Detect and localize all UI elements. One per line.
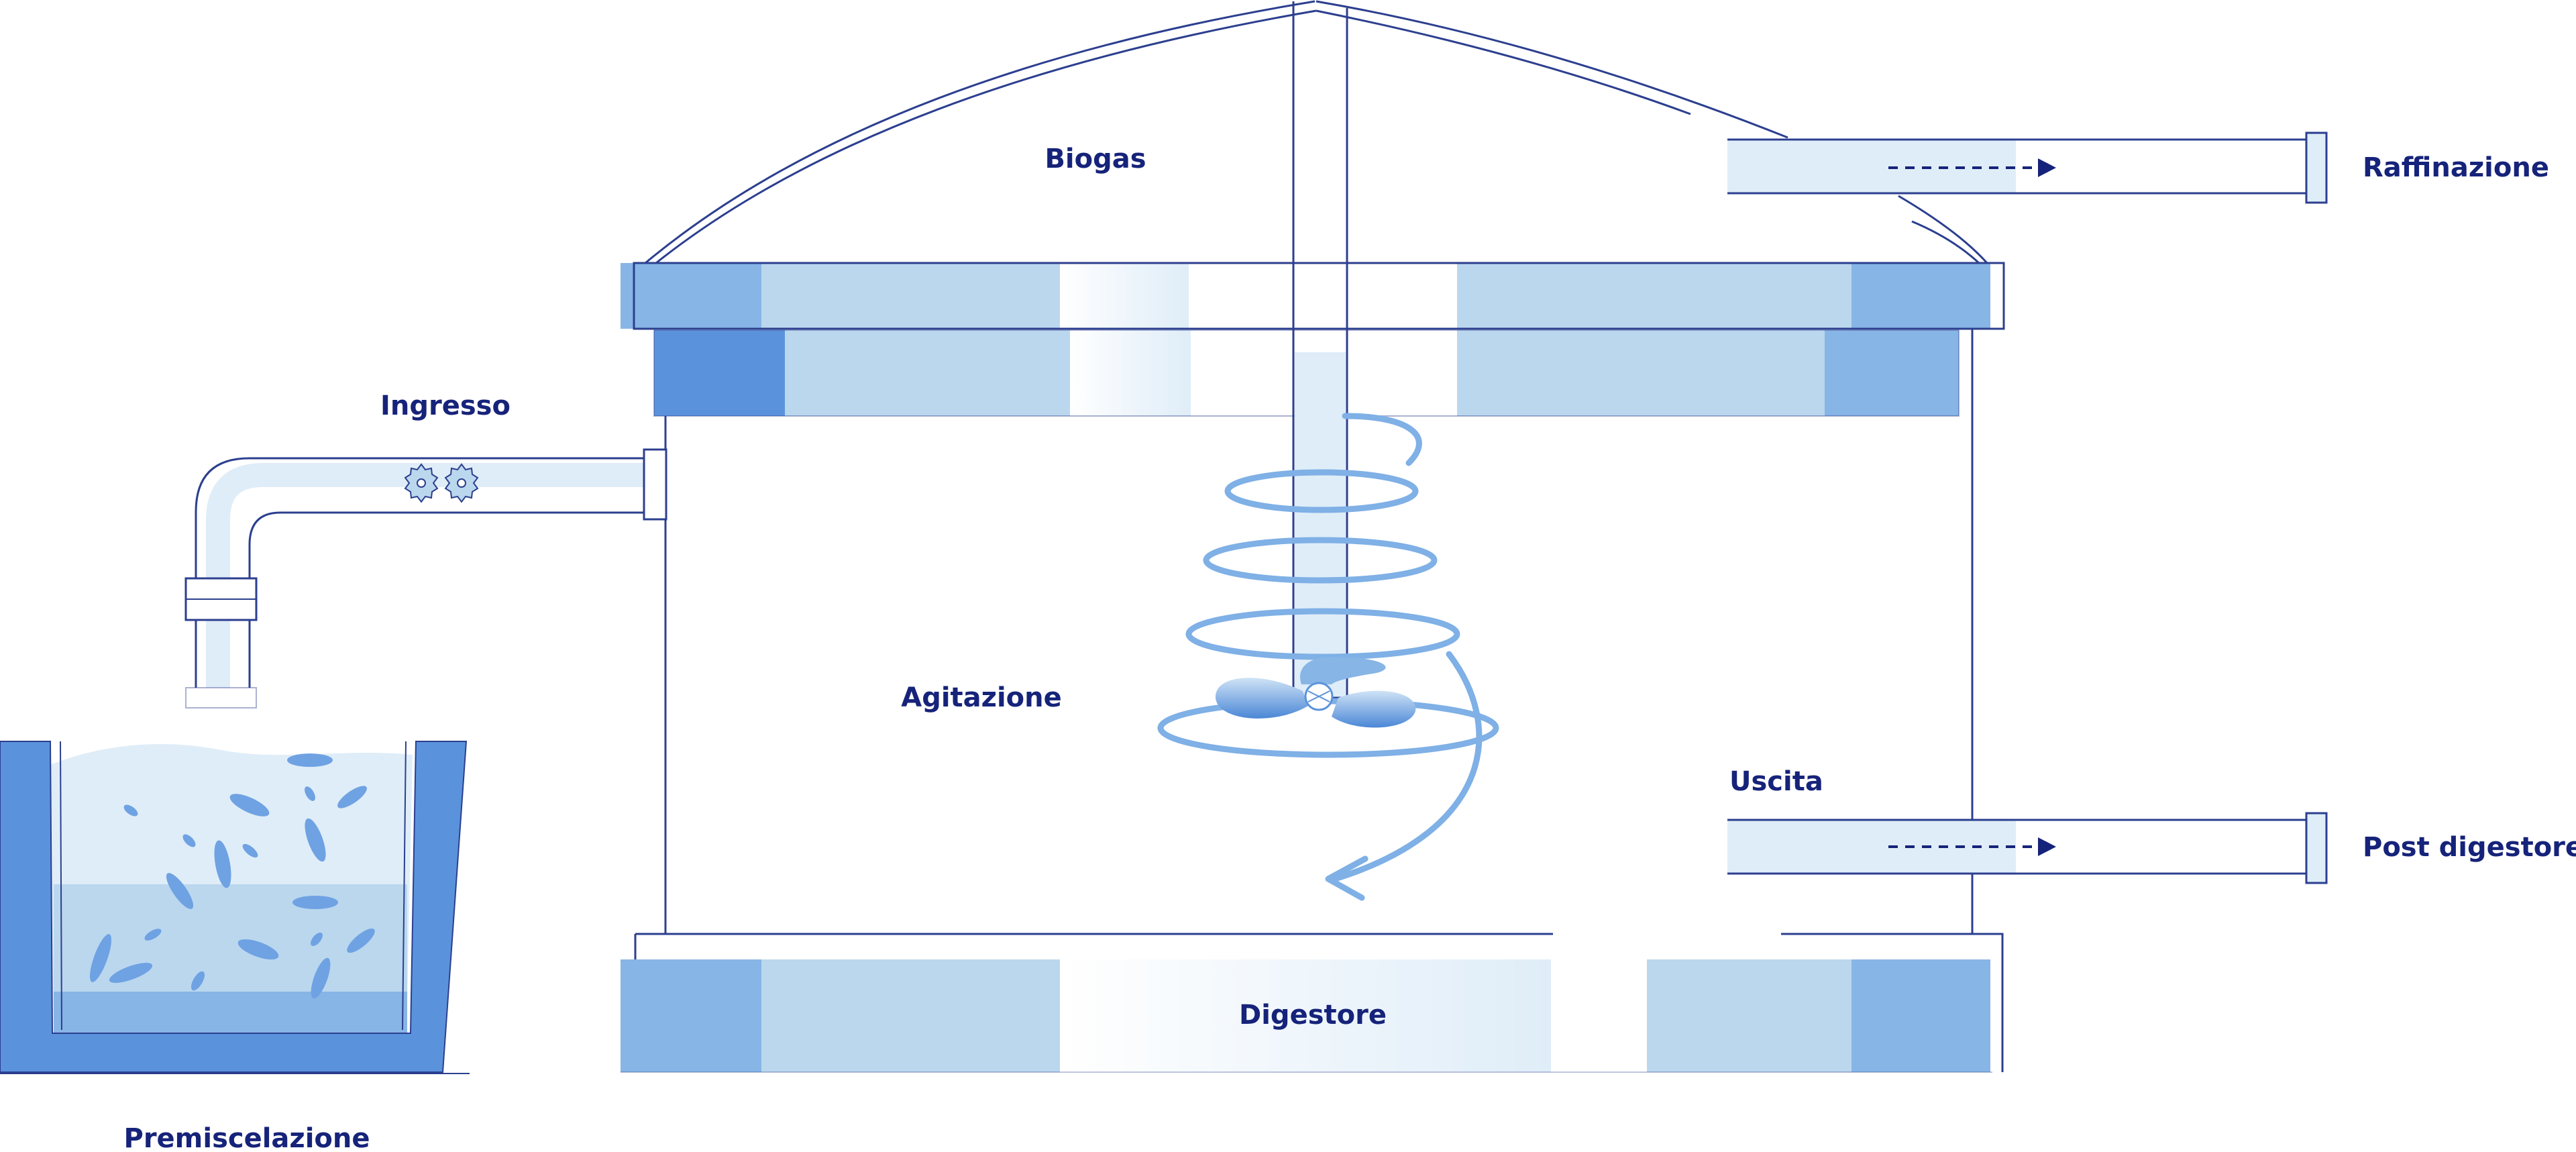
premix-particles [89,753,375,999]
gas-outlet-pipe [1727,132,2328,204]
label-ingresso: Ingresso [380,390,511,421]
impeller-icon [1215,657,1416,728]
label-agitazione: Agitazione [901,682,1062,713]
premix-tank [0,741,470,1074]
swirl-arrow-icon [1157,413,1499,901]
label-raffinazione: Raffinazione [2363,152,2549,183]
dome [645,0,1988,264]
label-digestore: Digestore [1239,1000,1387,1031]
agitator-shaft [1292,1,1348,699]
arrow-right-icon [2038,158,2056,177]
label-uscita: Uscita [1729,766,1823,797]
tank-upper-rim [621,262,2005,417]
tank-base [621,933,2004,1073]
digestate-outlet-pipe [1727,812,2328,884]
gear-icon [404,463,479,503]
inlet-pipe [184,448,667,709]
label-biogas: Biogas [1044,144,1146,174]
label-post-digestore: Post digestore [2363,832,2576,863]
label-premiscelazione: Premiscelazione [124,1123,370,1152]
arrow-right-icon [2038,837,2056,856]
